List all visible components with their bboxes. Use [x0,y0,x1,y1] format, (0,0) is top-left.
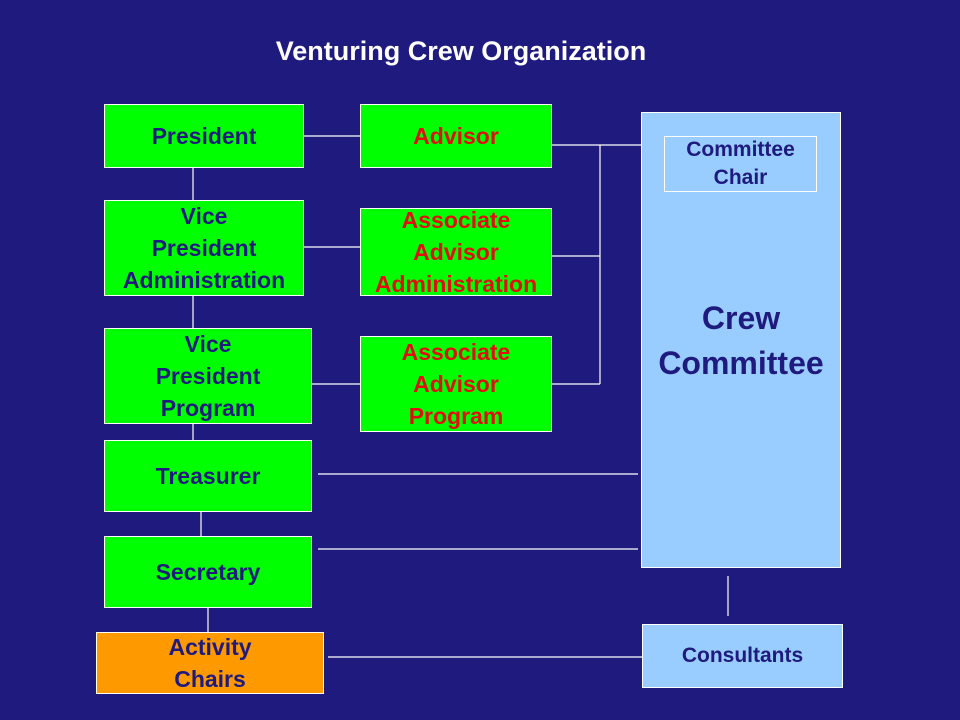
secretary-box: Secretary [104,536,312,608]
consultants-box: Consultants [642,624,843,688]
crew-committee-label: Crew Committee [658,300,824,381]
advisor-box: Advisor [360,104,552,168]
vp-program-box: Vice President Program [104,328,312,424]
activity-chairs-box: Activity Chairs [96,632,324,694]
diagram-title: Venturing Crew Organization [275,36,647,66]
president-box: President [104,104,304,168]
committee-chair-box: Committee Chair [664,136,817,192]
treasurer-box: Treasurer [104,440,312,512]
associate-advisor-program-box: Associate Advisor Program [360,336,552,432]
vp-administration-box: Vice President Administration [104,200,304,296]
associate-advisor-administration-box: Associate Advisor Administration [360,207,552,297]
